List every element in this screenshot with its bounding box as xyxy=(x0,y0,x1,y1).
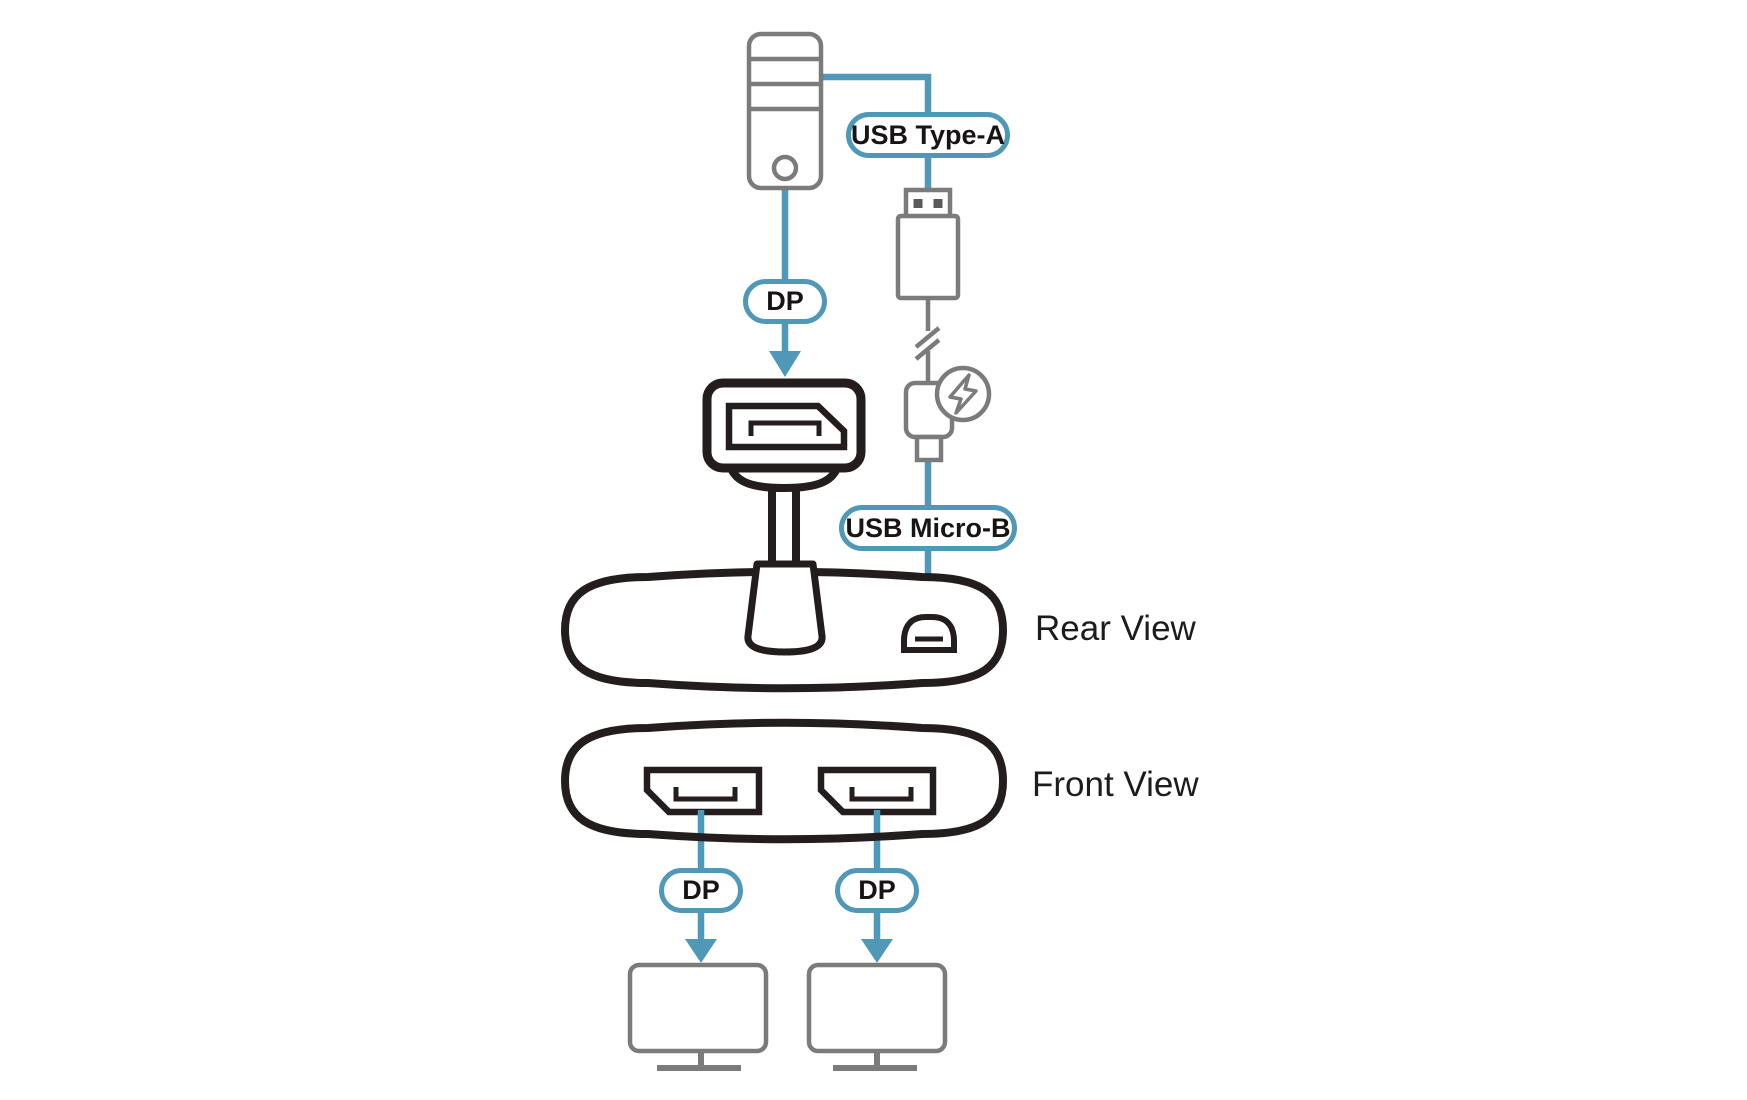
displayport-port-icon xyxy=(643,766,763,816)
cable-break-icon xyxy=(914,298,941,383)
dp-out-right-arrowhead-icon xyxy=(861,939,893,963)
front-device xyxy=(560,718,1008,963)
rear-view-label: Rear View xyxy=(1035,609,1196,648)
cable-strain-relief xyxy=(744,560,826,656)
usb-type-a-plug-icon xyxy=(895,187,961,301)
power-bolt-icon xyxy=(934,365,992,423)
front-device-outline xyxy=(560,718,1008,844)
rear-device xyxy=(560,560,1008,693)
monitor-icon xyxy=(627,962,769,1071)
usb-type-a-badge: USB Type-A xyxy=(846,112,1010,158)
dp-output-left-badge: DP xyxy=(659,868,743,913)
computer-tower-icon xyxy=(746,31,824,191)
usb-micro-b-plug-icon xyxy=(903,365,992,463)
usb-micro-b-badge: USB Micro-B xyxy=(839,505,1017,551)
dp-out-left-arrowhead-icon xyxy=(685,939,717,963)
front-device-body xyxy=(565,722,1003,840)
displayport-port-icon xyxy=(817,766,937,816)
front-view-label: Front View xyxy=(1032,765,1199,804)
displayport-plug-icon xyxy=(702,378,866,574)
arrowheads-lower xyxy=(685,939,893,963)
dp-output-right-badge: DP xyxy=(835,868,919,913)
usb-micro-b-port-icon xyxy=(901,614,957,653)
dp-source-badge: DP xyxy=(743,279,827,324)
dp-arrowhead-icon xyxy=(769,351,801,377)
monitor-icon xyxy=(806,962,948,1071)
